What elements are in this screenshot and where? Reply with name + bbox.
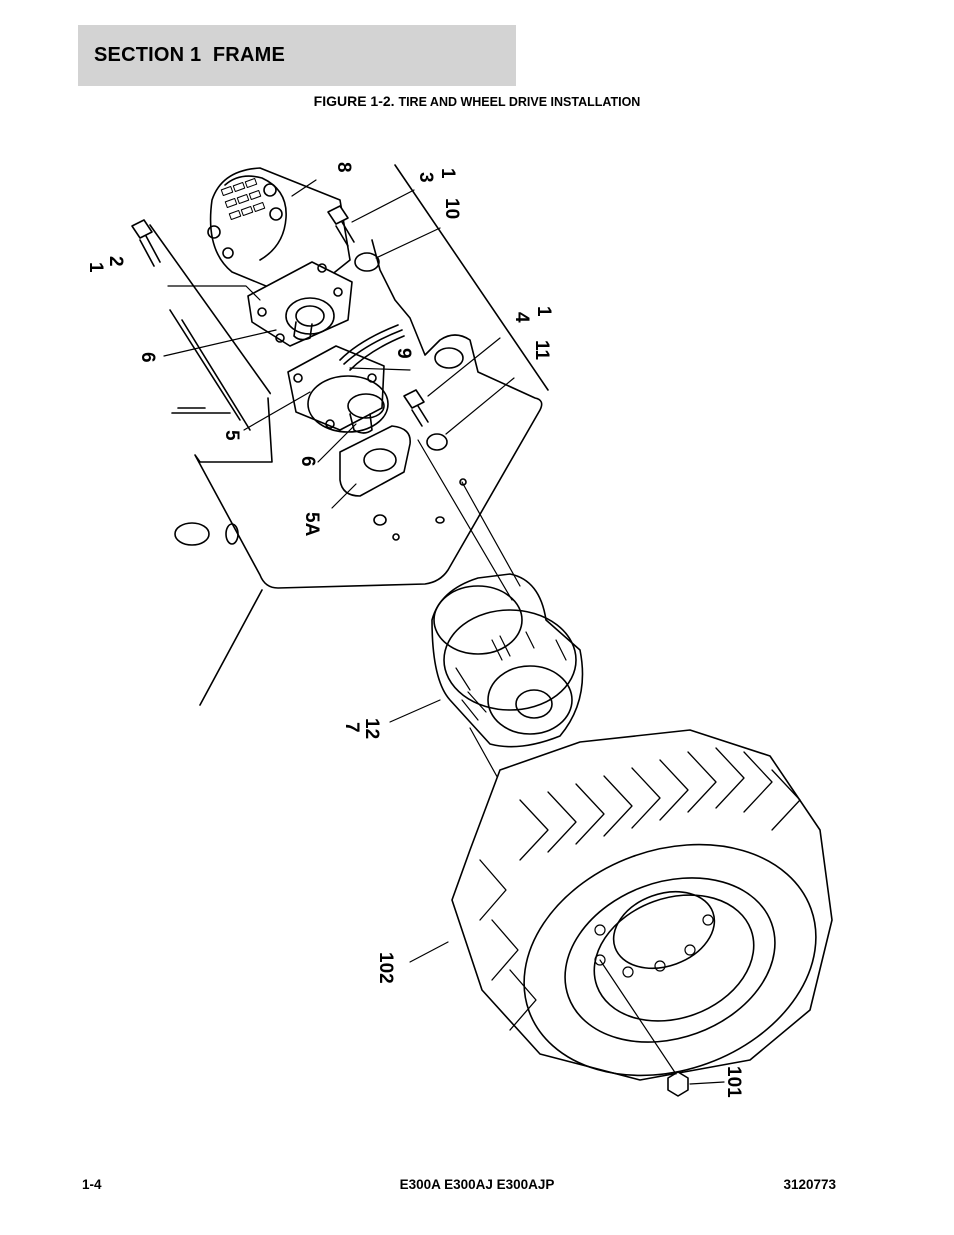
callout-6-a: 6 [137,352,158,363]
callout-102: 102 [375,952,396,984]
callout-8: 8 [333,162,354,173]
callout-labels: 8 3 1 10 1 2 6 4 1 11 9 5 6 5A 7 12 102 … [85,162,744,1098]
lug-nut [667,1071,689,1097]
callout-5: 5 [221,430,242,441]
callout-5a: 5A [301,512,322,537]
callout-7: 7 [341,722,362,733]
callout-10: 10 [441,198,462,219]
callout-3: 3 [415,172,436,183]
gear-reducer [287,324,405,434]
motor [207,167,353,347]
callout-1-left: 1 [85,262,106,273]
gasket [339,425,411,497]
bolt-top [327,205,355,247]
callout-12: 12 [361,718,382,739]
callout-1-top: 1 [437,168,458,179]
tire [451,729,833,1081]
frame-rails [149,164,549,706]
footer-doc-number: 3120773 [783,1177,836,1192]
callout-101: 101 [723,1066,744,1098]
washer-top [354,252,380,272]
figure-caption: TIRE AND WHEEL DRIVE INSTALLATION [398,95,641,109]
callout-11: 11 [531,340,552,361]
callout-9: 9 [393,348,414,359]
motor-vent-pattern [220,177,266,221]
bolt-left [131,219,161,267]
hub-studs [455,631,567,721]
callout-1-mid: 1 [533,306,554,317]
footer-models: E300A E300AJ E300AJP [399,1177,555,1192]
callout-2: 2 [105,256,126,267]
bolt-mid [403,389,425,409]
footer-page-number: 1-4 [82,1177,102,1192]
callout-6-b: 6 [297,456,318,467]
washer-mid [426,433,448,451]
tire-tread [479,747,801,1031]
figure-number: FIGURE 1-2. [313,93,395,109]
callout-4: 4 [511,312,532,323]
figure-title: FIGURE 1-2. TIRE AND WHEEL DRIVE INSTALL… [0,93,954,109]
wheel-bolt-holes [594,914,714,978]
callout-leaders [163,179,725,1085]
wheel-hub [431,573,584,748]
section-title: SECTION 1 FRAME [94,44,285,66]
frame-plate-holes [174,347,467,546]
section-header: SECTION 1 FRAME [78,25,516,86]
